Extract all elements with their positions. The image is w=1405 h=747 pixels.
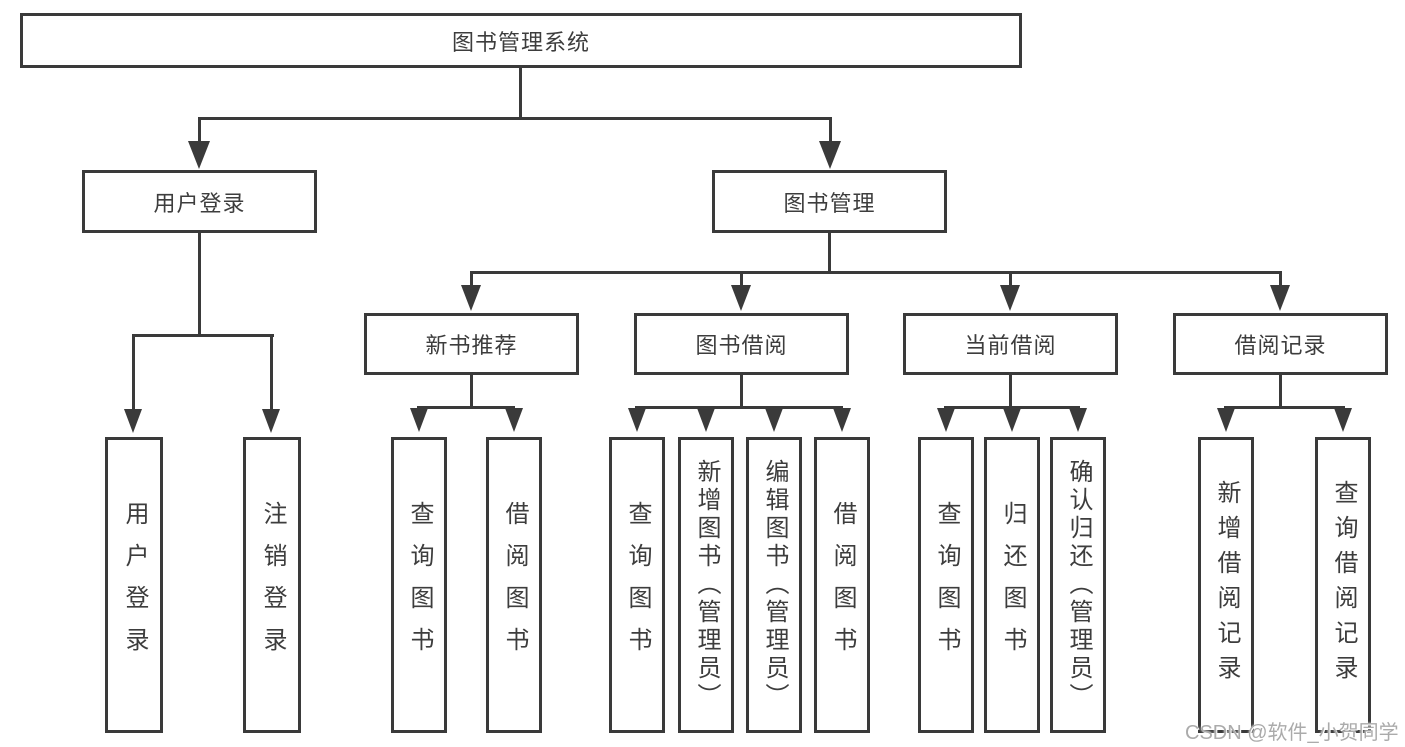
connector-root-rail	[198, 117, 832, 120]
leaf-current-return-label: 归还图书	[999, 501, 1026, 669]
arrow-down-icon	[262, 409, 280, 433]
arrow-down-icon	[124, 409, 142, 433]
connector-records-rail	[1224, 406, 1345, 409]
arrow-down-icon	[937, 408, 955, 432]
node-book-management-label: 图书管理	[783, 190, 876, 216]
leaf-newbook-borrow-label: 借阅图书	[501, 501, 528, 669]
node-user-login: 用户登录	[82, 170, 317, 233]
arrow-down-icon	[1217, 408, 1235, 432]
connector-root-drop-left	[198, 117, 201, 145]
arrow-down-icon	[505, 408, 523, 432]
connector-userlogin-drop-left	[132, 334, 135, 412]
leaf-newbook-query: 查询图书	[391, 437, 447, 733]
arrow-down-icon	[1334, 408, 1352, 432]
node-book-management: 图书管理	[712, 170, 947, 233]
leaf-current-query: 查询图书	[918, 437, 974, 733]
arrow-down-icon	[819, 141, 841, 169]
node-root: 图书管理系统	[20, 13, 1022, 68]
arrow-down-icon	[697, 408, 715, 432]
arrow-down-icon	[410, 408, 428, 432]
leaf-borrow-edit-admin-label: 编辑图书（管理员）	[761, 459, 788, 711]
connector-bookborrow-stem	[740, 375, 743, 409]
leaf-current-return: 归还图书	[984, 437, 1040, 733]
node-current-borrow: 当前借阅	[903, 313, 1118, 375]
leaf-borrow-borrow: 借阅图书	[814, 437, 870, 733]
leaf-records-query-label: 查询借阅记录	[1330, 480, 1357, 690]
leaf-newbook-query-label: 查询图书	[406, 501, 433, 669]
connector-bookborrow-rail	[635, 406, 843, 409]
leaf-records-add-label: 新增借阅记录	[1213, 480, 1240, 690]
leaf-logout-label: 注销登录	[259, 501, 286, 669]
connector-root-drop-right	[829, 117, 832, 145]
connector-userlogin-drop-right	[270, 334, 273, 412]
leaf-user-login-label: 用户登录	[121, 501, 148, 669]
connector-bookmgmt-drop-4	[1279, 271, 1282, 287]
leaf-borrow-edit-admin: 编辑图书（管理员）	[746, 437, 802, 733]
node-book-borrow: 图书借阅	[634, 313, 849, 375]
arrow-down-icon	[628, 408, 646, 432]
connector-bookmgmt-rail	[470, 271, 1281, 274]
leaf-user-login: 用户登录	[105, 437, 163, 733]
connector-bookmgmt-drop-3	[1009, 271, 1012, 287]
connector-root-stem	[519, 68, 522, 120]
leaf-records-query: 查询借阅记录	[1315, 437, 1371, 733]
leaf-logout: 注销登录	[243, 437, 301, 733]
leaf-records-add: 新增借阅记录	[1198, 437, 1254, 733]
arrow-down-icon	[1069, 408, 1087, 432]
node-current-borrow-label: 当前借阅	[964, 333, 1057, 358]
connector-userlogin-rail	[132, 334, 274, 337]
leaf-borrow-query-label: 查询图书	[624, 501, 651, 669]
arrow-down-icon	[1270, 285, 1290, 311]
arrow-down-icon	[1000, 285, 1020, 311]
leaf-borrow-add-admin: 新增图书（管理员）	[678, 437, 734, 733]
connector-currentborrow-stem	[1009, 375, 1012, 409]
node-borrow-records-label: 借阅记录	[1234, 333, 1327, 358]
connector-newbook-rail	[417, 406, 515, 409]
leaf-current-query-label: 查询图书	[933, 501, 960, 669]
node-user-login-label: 用户登录	[153, 190, 246, 216]
leaf-borrow-add-admin-label: 新增图书（管理员）	[693, 459, 720, 711]
arrow-down-icon	[1003, 408, 1021, 432]
node-borrow-records: 借阅记录	[1173, 313, 1388, 375]
arrow-down-icon	[461, 285, 481, 311]
leaf-borrow-borrow-label: 借阅图书	[829, 501, 856, 669]
connector-records-stem	[1279, 375, 1282, 409]
connector-userlogin-stem	[198, 233, 201, 337]
arrow-down-icon	[833, 408, 851, 432]
leaf-current-confirm-admin-label: 确认归还（管理员）	[1065, 459, 1092, 711]
leaf-borrow-query: 查询图书	[609, 437, 665, 733]
arrow-down-icon	[188, 141, 210, 169]
connector-bookmgmt-drop-1	[470, 271, 473, 287]
leaf-current-confirm-admin: 确认归还（管理员）	[1050, 437, 1106, 733]
connector-bookmgmt-drop-2	[740, 271, 743, 287]
arrow-down-icon	[731, 285, 751, 311]
connector-newbook-stem	[470, 375, 473, 409]
leaf-newbook-borrow: 借阅图书	[486, 437, 542, 733]
arrow-down-icon	[765, 408, 783, 432]
node-new-book-recommend-label: 新书推荐	[425, 333, 518, 358]
csdn-watermark: CSDN @软件_小贺同学	[1185, 722, 1399, 744]
connector-bookmgmt-stem	[828, 233, 831, 274]
node-root-label: 图书管理系统	[451, 29, 590, 55]
node-book-borrow-label: 图书借阅	[695, 333, 788, 358]
connector-currentborrow-rail	[944, 406, 1080, 409]
node-new-book-recommend: 新书推荐	[364, 313, 579, 375]
